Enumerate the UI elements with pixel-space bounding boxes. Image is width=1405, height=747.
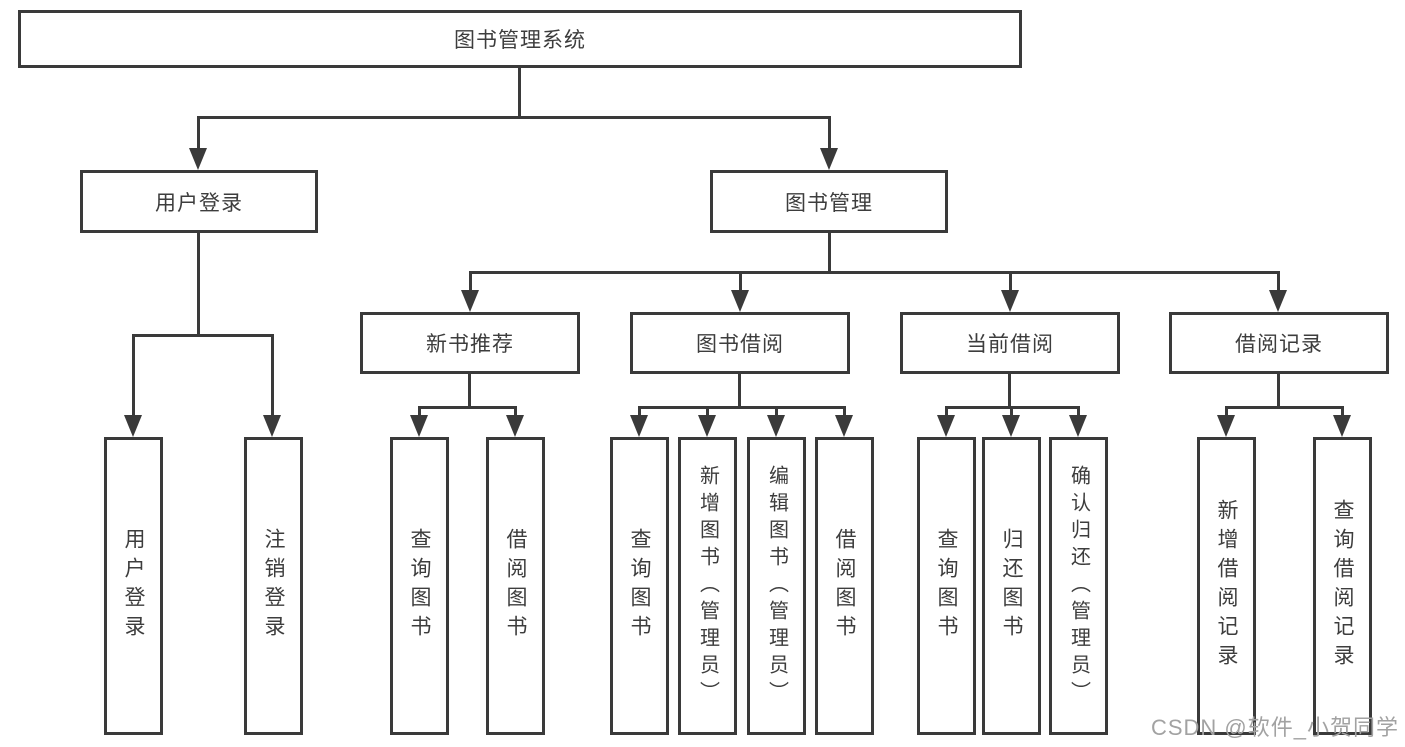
connector-line xyxy=(1225,406,1343,409)
arrow-down-icon xyxy=(630,415,648,437)
node-borrow-books-borrow-label: 借阅图书 xyxy=(833,528,856,644)
arrow-down-icon xyxy=(461,290,479,312)
node-book-management-branch: 图书管理 xyxy=(710,170,948,233)
csdn-watermark: CSDN @软件_小贺同学 xyxy=(1150,715,1399,740)
arrow-down-icon xyxy=(1002,415,1020,437)
node-query-books-recommend-label: 查询图书 xyxy=(408,528,431,644)
node-query-books-current: 查询图书 xyxy=(917,437,976,735)
node-book-borrowing: 图书借阅 xyxy=(630,312,850,374)
node-add-book-admin-label: 新增图书（管理员） xyxy=(696,464,719,708)
node-book-borrowing-label: 图书借阅 xyxy=(696,333,784,356)
node-borrow-books-recommend-label: 借阅图书 xyxy=(504,528,527,644)
connector-line xyxy=(1277,271,1280,294)
node-new-book-recommend: 新书推荐 xyxy=(360,312,580,374)
arrow-down-icon xyxy=(1069,415,1087,437)
arrow-down-icon xyxy=(124,415,142,437)
arrow-down-icon xyxy=(263,415,281,437)
node-borrowing-records-label: 借阅记录 xyxy=(1235,333,1323,356)
node-user-login: 用户登录 xyxy=(104,437,163,735)
node-query-books-borrow: 查询图书 xyxy=(610,437,669,735)
connector-line xyxy=(1341,406,1344,417)
node-logout-label: 注销登录 xyxy=(262,528,285,644)
connector-line xyxy=(1008,374,1011,408)
node-borrowing-records: 借阅记录 xyxy=(1169,312,1389,374)
node-current-borrowing: 当前借阅 xyxy=(900,312,1120,374)
connector-line xyxy=(738,374,741,408)
arrow-down-icon xyxy=(767,415,785,437)
node-edit-book-admin: 编辑图书（管理员） xyxy=(747,437,806,735)
node-return-book-label: 归还图书 xyxy=(1000,528,1023,644)
connector-line xyxy=(843,406,846,417)
node-logout: 注销登录 xyxy=(244,437,303,735)
connector-line xyxy=(828,116,831,150)
arrow-down-icon xyxy=(1333,415,1351,437)
node-add-book-admin: 新增图书（管理员） xyxy=(678,437,737,735)
node-root-label: 图书管理系统 xyxy=(454,29,586,52)
connector-line xyxy=(1277,374,1280,408)
connector-line xyxy=(638,406,846,409)
connector-line xyxy=(706,406,709,417)
node-current-borrowing-label: 当前借阅 xyxy=(966,333,1054,356)
node-query-books-recommend: 查询图书 xyxy=(390,437,449,735)
connector-line xyxy=(1225,406,1228,417)
node-book-management-branch-label: 图书管理 xyxy=(785,191,873,215)
arrow-down-icon xyxy=(698,415,716,437)
arrow-down-icon xyxy=(820,148,838,170)
node-confirm-return-admin: 确认归还（管理员） xyxy=(1049,437,1108,735)
node-root-system: 图书管理系统 xyxy=(18,10,1022,68)
connector-line xyxy=(469,271,472,294)
connector-line xyxy=(1077,406,1080,417)
arrow-down-icon xyxy=(506,415,524,437)
connector-line xyxy=(418,406,421,417)
connector-line xyxy=(828,233,831,273)
arrow-down-icon xyxy=(1269,290,1287,312)
connector-line xyxy=(469,271,1280,274)
connector-line xyxy=(418,406,517,409)
node-user-login-branch: 用户登录 xyxy=(80,170,318,233)
node-borrow-books-borrow: 借阅图书 xyxy=(815,437,874,735)
arrow-down-icon xyxy=(937,415,955,437)
node-edit-book-admin-label: 编辑图书（管理员） xyxy=(765,464,788,708)
connector-line xyxy=(514,406,517,417)
connector-line xyxy=(197,233,200,336)
node-add-borrow-record: 新增借阅记录 xyxy=(1197,437,1256,735)
connector-line xyxy=(197,116,200,150)
connector-line xyxy=(271,334,274,416)
connector-line xyxy=(132,334,274,337)
connector-line xyxy=(518,68,521,118)
arrow-down-icon xyxy=(1217,415,1235,437)
connector-line xyxy=(468,374,471,408)
node-user-login-label: 用户登录 xyxy=(122,528,145,644)
connector-line xyxy=(1010,406,1013,417)
node-user-login-branch-label: 用户登录 xyxy=(155,191,243,215)
arrow-down-icon xyxy=(410,415,428,437)
arrow-down-icon xyxy=(835,415,853,437)
connector-line xyxy=(775,406,778,417)
node-borrow-books-recommend: 借阅图书 xyxy=(486,437,545,735)
node-query-borrow-record-label: 查询借阅记录 xyxy=(1331,499,1354,673)
connector-line xyxy=(197,116,831,119)
arrow-down-icon xyxy=(731,290,749,312)
connector-line xyxy=(945,406,948,417)
connector-line xyxy=(1009,271,1012,294)
arrow-down-icon xyxy=(189,148,207,170)
connector-line xyxy=(132,334,135,416)
node-query-borrow-record: 查询借阅记录 xyxy=(1313,437,1372,735)
node-confirm-return-admin-label: 确认归还（管理员） xyxy=(1067,464,1090,708)
node-new-book-recommend-label: 新书推荐 xyxy=(426,333,514,356)
arrow-down-icon xyxy=(1001,290,1019,312)
connector-line xyxy=(739,271,742,294)
node-query-books-current-label: 查询图书 xyxy=(935,528,958,644)
node-query-books-borrow-label: 查询图书 xyxy=(628,528,651,644)
node-add-borrow-record-label: 新增借阅记录 xyxy=(1215,499,1238,673)
connector-line xyxy=(638,406,641,417)
node-return-book: 归还图书 xyxy=(982,437,1041,735)
